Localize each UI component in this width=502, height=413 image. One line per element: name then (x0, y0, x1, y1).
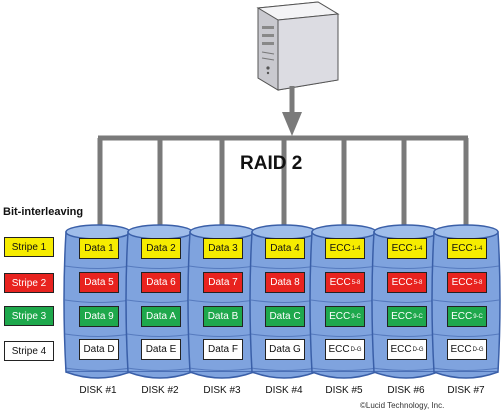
disk-cell: Data 6 (141, 272, 181, 293)
cell-text: Data 9 (84, 311, 114, 322)
cell-text: ECC (328, 344, 350, 355)
disk-label: DISK #4 (265, 385, 303, 396)
diagram-title: RAID 2 (240, 153, 303, 174)
disk-cylinder (187, 224, 257, 379)
cell-subscript: 1-4 (473, 245, 483, 252)
disk-cell: Data C (265, 306, 305, 327)
disk-cell: Data 7 (203, 272, 243, 293)
server-icon (256, 1, 340, 91)
cell-text: ECC (391, 311, 413, 322)
disk-label: DISK #3 (203, 385, 241, 396)
disk-cell: Data 9 (79, 306, 119, 327)
cell-subscript: 1-4 (351, 245, 361, 252)
cell-subscript: D-G (412, 346, 424, 353)
cell-text: Data C (269, 311, 301, 322)
stripe-legend-item: Stripe 1 (4, 237, 54, 257)
disk-cell: Data B (203, 306, 243, 327)
cell-subscript: D-G (472, 346, 484, 353)
disk-cylinder (249, 224, 319, 379)
disk-cylinder (309, 224, 379, 379)
disk-cell: Data A (141, 306, 181, 327)
bus-arrow (282, 112, 302, 136)
cell-subscript: 5-8 (351, 279, 361, 286)
cell-text: Data 3 (208, 243, 238, 254)
cell-subscript: 1-4 (413, 245, 423, 252)
cell-text: ECC (391, 243, 413, 254)
disk-cell: Data 3 (203, 238, 243, 259)
disk-cell: Data D (79, 339, 119, 360)
cell-text: Data 4 (270, 243, 300, 254)
cell-text: Data F (207, 344, 238, 355)
cell-text: ECC (450, 344, 472, 355)
disk-cylinder (63, 224, 133, 379)
cell-text: ECC (451, 243, 473, 254)
cell-subscript: 5-8 (413, 279, 423, 286)
disk-stack (63, 224, 501, 379)
raid-bus (97, 86, 469, 232)
disk-label: DISK #6 (387, 385, 425, 396)
disk-cell: Data 5 (79, 272, 119, 293)
copyright-text: ©Lucid Technology, Inc. (360, 401, 445, 410)
cell-text: Data 1 (84, 243, 114, 254)
cell-text: Data 6 (146, 277, 176, 288)
cell-text: Data 7 (208, 277, 238, 288)
disk-label: DISK #2 (141, 385, 179, 396)
cell-subscript: D-G (350, 346, 362, 353)
cell-text: Data 8 (270, 277, 300, 288)
disk-cell: Data G (265, 339, 305, 360)
disk-cell: Data 8 (265, 272, 305, 293)
cell-text: Data B (207, 311, 239, 322)
stripe-legend-item: Stripe 3 (4, 306, 54, 326)
stripe-legend-item: Stripe 2 (4, 273, 54, 293)
disk-cylinder (125, 224, 195, 379)
cell-text: ECC (390, 344, 412, 355)
cell-text: Data D (83, 344, 115, 355)
disk-cylinder (371, 224, 441, 379)
disk-label: DISK #5 (325, 385, 363, 396)
stripe-legend-item: Stripe 4 (4, 341, 54, 361)
disk-cell: Data 4 (265, 238, 305, 259)
cell-text: Data G (269, 344, 301, 355)
disk-cylinder (431, 224, 501, 379)
cell-text: ECC (391, 277, 413, 288)
disk-cell: Data F (203, 339, 243, 360)
cell-subscript: 9-C (413, 313, 423, 320)
cell-subscript: 9-C (473, 313, 483, 320)
cell-text: ECC (329, 277, 351, 288)
cell-subscript: 5-8 (473, 279, 483, 286)
disk-cell: Data 1 (79, 238, 119, 259)
cell-text: Data A (145, 311, 177, 322)
cell-text: ECC (451, 311, 473, 322)
cell-text: Data E (145, 344, 177, 355)
cell-text: ECC (329, 311, 351, 322)
bit-interleaving-label: Bit-interleaving (3, 206, 84, 218)
cell-text: ECC (451, 277, 473, 288)
cell-text: Data 2 (146, 243, 176, 254)
cell-subscript: 9-C (351, 313, 361, 320)
cell-text: ECC (329, 243, 351, 254)
disk-label: DISK #1 (79, 385, 117, 396)
disk-cell: Data 2 (141, 238, 181, 259)
disk-label: DISK #7 (447, 385, 485, 396)
cell-text: Data 5 (84, 277, 114, 288)
disk-cell: Data E (141, 339, 181, 360)
